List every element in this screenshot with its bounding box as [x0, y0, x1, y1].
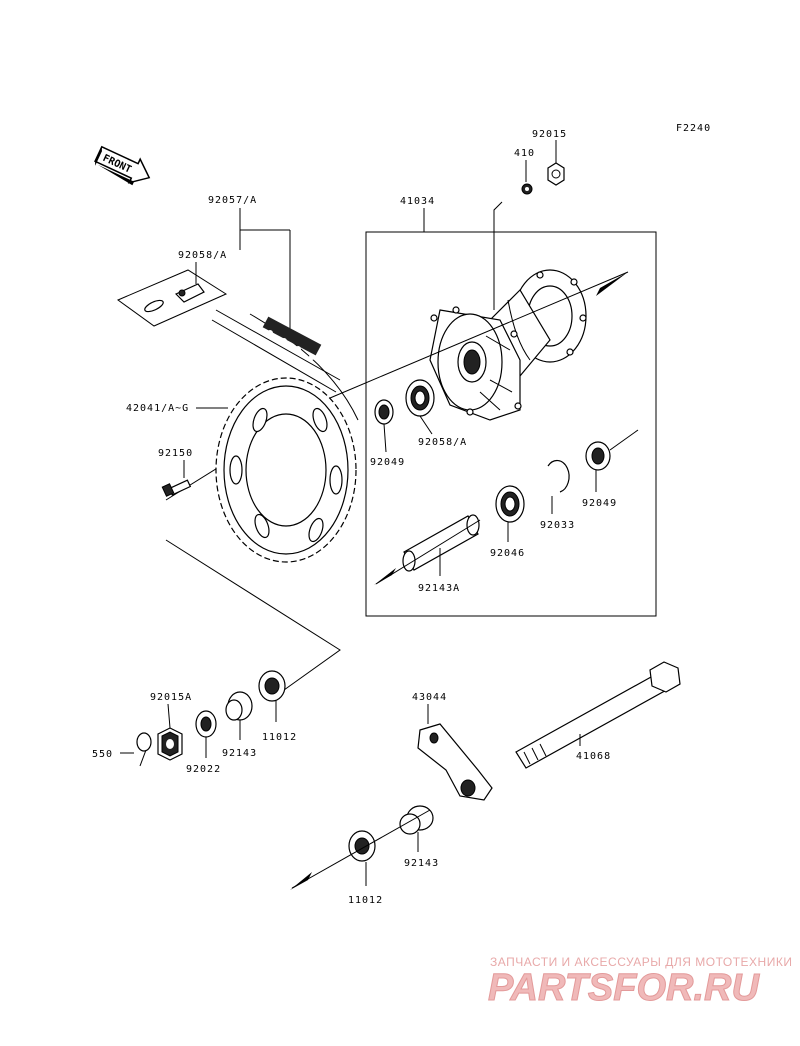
label-92022: 92022: [186, 764, 221, 775]
label-92058A: 92058/A: [178, 250, 227, 261]
label-41068: 41068: [576, 751, 611, 762]
cap-right-icon: [348, 830, 376, 862]
label-92045: 92058/A: [418, 437, 467, 448]
diagram-code: F2240: [676, 123, 711, 134]
axle-washer-icon: [195, 710, 217, 738]
cotter-pin-icon: [136, 732, 152, 767]
nut-icon: [547, 162, 565, 186]
chain: [211, 309, 359, 421]
axle-nut-icon: [157, 727, 183, 761]
label-43044: 43044: [412, 692, 447, 703]
oil-seal-left: [374, 399, 394, 425]
rear-hub: [429, 269, 587, 421]
sprocket-bolt-icon: [161, 479, 192, 497]
chain-link-box: [116, 269, 228, 327]
label-92049-right: 92049: [582, 498, 617, 509]
label-42041: 42041/A~G: [126, 403, 189, 414]
collar-right-icon: [399, 805, 434, 835]
bearing-right: [495, 485, 525, 523]
label-41034: 41034: [400, 196, 435, 207]
chain-link-icon: [144, 283, 205, 313]
hub-group-box: [365, 231, 657, 617]
caliper-bracket-icon: [417, 723, 493, 801]
watermark-brand: PARTSFOR.RU: [488, 967, 760, 1009]
rear-axle-icon: [515, 661, 681, 769]
watermark-tagline: ЗАПЧАСТИ И АКСЕССУАРЫ ДЛЯ МОТОТЕХНИКИ: [490, 955, 792, 969]
label-92057A: 92057/A: [208, 195, 257, 206]
collar-left-icon: [225, 691, 253, 721]
label-92033: 92033: [540, 520, 575, 531]
label-550: 550: [92, 749, 113, 760]
label-92143-left: 92143: [222, 748, 257, 759]
label-410: 410: [514, 148, 535, 159]
cap-left-icon: [258, 670, 286, 702]
label-92143A: 92143A: [418, 583, 460, 594]
label-92049-left: 92049: [370, 457, 405, 468]
label-92143-right: 92143: [404, 858, 439, 869]
label-92015-top: 92015: [532, 129, 567, 140]
label-92046: 92046: [490, 548, 525, 559]
label-92015A: 92015A: [150, 692, 192, 703]
oil-seal-right: [585, 441, 611, 471]
washer-icon: [521, 183, 533, 195]
rear-sprocket: [215, 377, 357, 563]
circlip: [547, 459, 570, 493]
label-11012-left: 11012: [262, 732, 297, 743]
bearing-left: [405, 379, 435, 417]
front-arrow-icon: FRONT: [94, 145, 151, 186]
label-11012-right: 11012: [348, 895, 383, 906]
label-92150: 92150: [158, 448, 193, 459]
hub-spacer: [402, 514, 480, 572]
